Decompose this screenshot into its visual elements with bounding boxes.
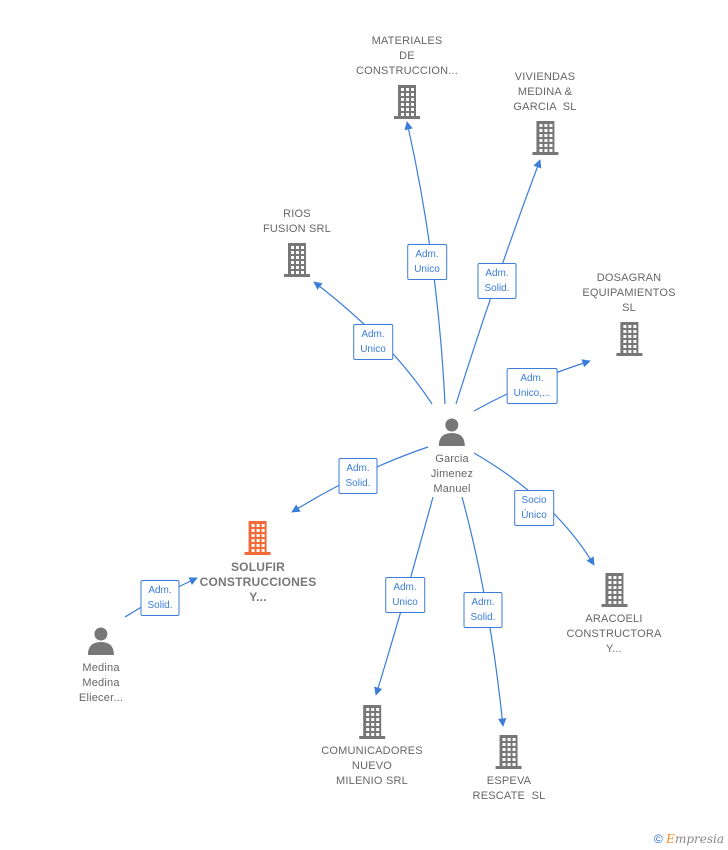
company-node-materiales[interactable]: MATERIALES DE CONSTRUCCION... xyxy=(356,34,458,120)
relation-label-medina-solufir[interactable]: Adm. Solid. xyxy=(140,580,180,616)
building-icon xyxy=(358,705,385,739)
company-node-comunicadores[interactable]: COMUNICADORES NUEVO MILENIO SRL xyxy=(321,704,423,789)
relation-label-dosagran[interactable]: Adm. Unico,... xyxy=(506,368,558,404)
node-label[interactable]: ESPEVA RESCATE SL xyxy=(472,775,546,802)
relation-label-rios[interactable]: Adm. Unico xyxy=(353,324,393,360)
footer-brand: © Empresia xyxy=(654,832,724,846)
node-label[interactable]: SOLUFIR CONSTRUCCIONES Y... xyxy=(199,560,317,604)
node-label[interactable]: DOSAGRAN EQUIPAMIENTOS SL xyxy=(582,272,676,314)
copyright-icon: © xyxy=(653,832,663,846)
relation-label-viviendas[interactable]: Adm. Solid. xyxy=(477,263,517,299)
company-node-aracoeli[interactable]: ARACOELI CONSTRUCTORA Y... xyxy=(566,572,661,657)
person-node-center[interactable]: Garcia Jimenez Manuel xyxy=(431,417,473,497)
node-label[interactable]: RIOS FUSION SRL xyxy=(262,208,332,235)
building-icon xyxy=(394,85,420,119)
node-label[interactable]: VIVIENDAS MEDINA & GARCIA SL xyxy=(513,71,577,113)
relation-label-aracoeli[interactable]: Socio Único xyxy=(514,490,554,526)
person-icon xyxy=(88,627,114,655)
building-icon xyxy=(601,573,627,607)
person-icon xyxy=(439,418,465,446)
relation-label-solufir[interactable]: Adm. Solid. xyxy=(338,458,378,494)
node-label[interactable]: ARACOELI CONSTRUCTORA Y... xyxy=(566,613,662,655)
company-node-espeva[interactable]: ESPEVA RESCATE SL xyxy=(473,734,546,804)
relation-label-materiales[interactable]: Adm. Unico xyxy=(407,244,447,280)
building-icon xyxy=(245,521,271,555)
building-icon xyxy=(496,735,522,769)
person-node-medina[interactable]: Medina Medina Eliecer... xyxy=(79,626,123,706)
node-label[interactable]: Medina Medina Eliecer... xyxy=(78,662,124,704)
relation-label-espeva[interactable]: Adm. Solid. xyxy=(463,592,503,628)
building-icon xyxy=(531,121,558,155)
node-label[interactable]: MATERIALES DE CONSTRUCCION... xyxy=(356,35,458,77)
company-node-rios[interactable]: RIOS FUSION SRL xyxy=(263,207,331,278)
relation-label-comunicadores[interactable]: Adm. Unico xyxy=(385,577,425,613)
company-node-viviendas[interactable]: VIVIENDAS MEDINA & GARCIA SL xyxy=(513,70,576,156)
company-node-solufir[interactable]: SOLUFIR CONSTRUCCIONES Y... xyxy=(200,520,317,605)
node-label[interactable]: Garcia Jimenez Manuel xyxy=(430,453,474,495)
node-label[interactable]: COMUNICADORES NUEVO MILENIO SRL xyxy=(321,745,423,787)
building-icon xyxy=(615,322,642,356)
company-node-dosagran[interactable]: DOSAGRAN EQUIPAMIENTOS SL xyxy=(582,271,675,357)
building-icon xyxy=(283,243,310,277)
empresia-logo: Empresia xyxy=(666,832,724,846)
